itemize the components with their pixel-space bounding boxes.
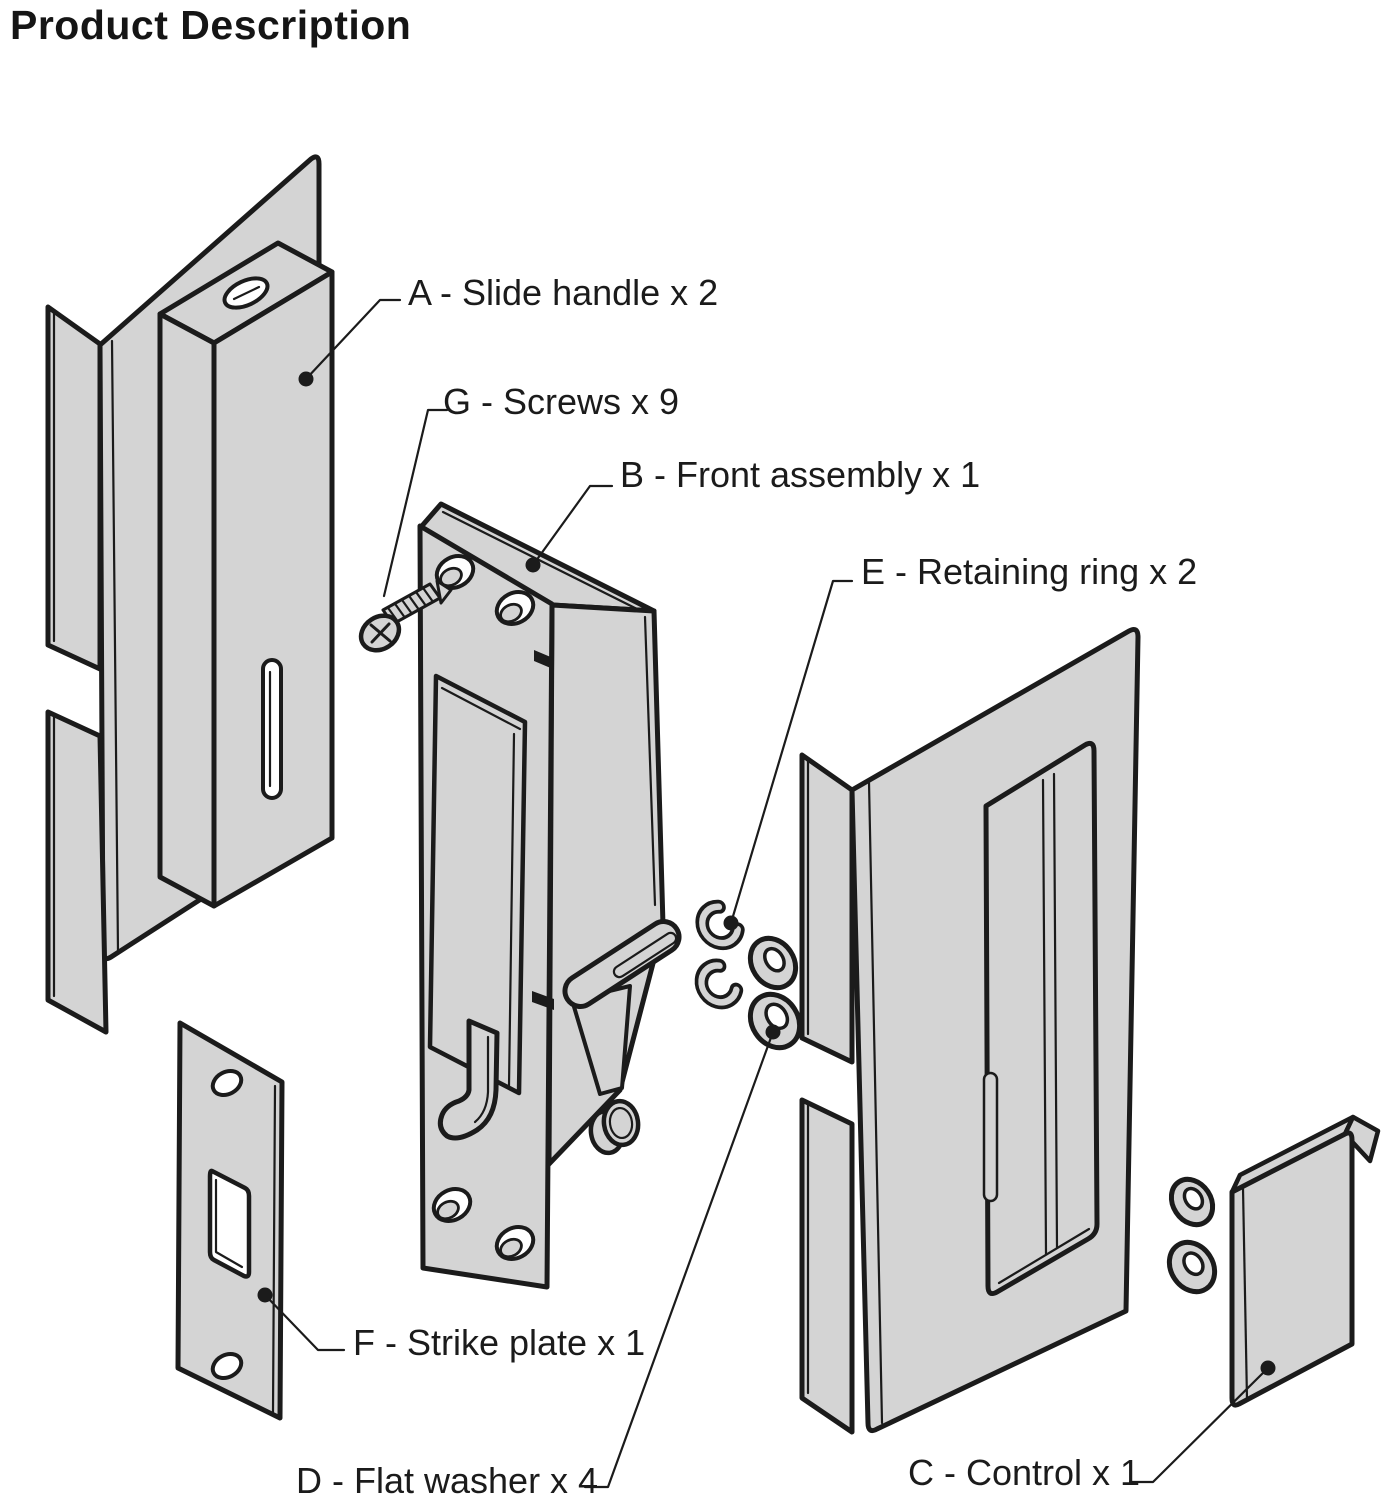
- leader-e: [729, 579, 854, 925]
- part-label-d: D - Flat washer x 4: [296, 1460, 599, 1500]
- retaining-rings-drawing: [694, 899, 745, 1010]
- leader-lines: [257, 298, 1276, 1489]
- leader-f: [263, 1293, 346, 1352]
- front-assembly-drawing: [417, 501, 682, 1290]
- strike-cutout: [207, 1168, 252, 1279]
- hook-latch: [437, 1018, 500, 1141]
- leader-c: [1128, 1366, 1270, 1484]
- strike-plate-drawing: [175, 1020, 285, 1421]
- leader-g: [382, 408, 449, 598]
- pull-pocket: [983, 741, 1100, 1296]
- slide-handle-left-drawing: [45, 154, 335, 1035]
- part-label-g: G - Screws x 9: [443, 381, 680, 422]
- leader-a: [304, 298, 402, 381]
- control-drawing: [1229, 1114, 1381, 1408]
- part-label-e: E - Retaining ring x 2: [861, 551, 1198, 592]
- part-label-b: B - Front assembly x 1: [620, 454, 981, 495]
- slide-handle-right-drawing: [799, 627, 1141, 1435]
- flat-washers-drawing: [747, 935, 1218, 1295]
- faceplate-screw-holes: [431, 554, 536, 1261]
- part-label-a: A - Slide handle x 2: [408, 272, 719, 313]
- handle-finger-slot: [261, 658, 283, 800]
- part-label-c: C - Control x 1: [908, 1452, 1141, 1493]
- leader-b: [531, 484, 614, 567]
- part-label-f: F - Strike plate x 1: [353, 1322, 646, 1363]
- leader-d: [583, 1030, 775, 1489]
- screw-drawing: [358, 579, 453, 653]
- page-title: Product Description: [10, 2, 412, 48]
